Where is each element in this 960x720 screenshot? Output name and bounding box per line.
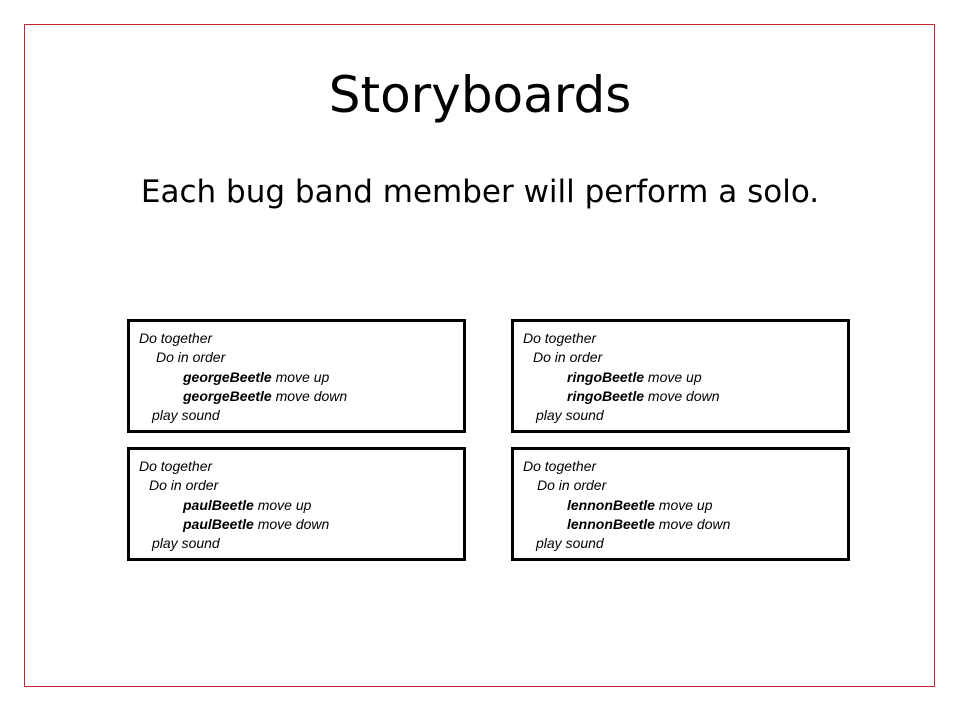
object-name: lennonBeetle [567,515,655,532]
action-text: move up [654,496,713,513]
do-together-label: Do together [523,458,597,474]
object-name: paulBeetle [183,515,254,532]
step-move-up: paulBeetle move up [139,496,463,515]
do-in-order-label: Do in order [149,477,219,494]
do-together-label: Do together [139,330,213,346]
action-text: move down [271,387,348,404]
object-name: ringoBeetle [567,387,645,404]
slide-frame [24,24,935,687]
object-name: georgeBeetle [183,368,272,385]
storyboard-george: Do together Do in order georgeBeetle mov… [127,319,466,433]
object-name: paulBeetle [183,496,254,513]
action-text: move up [644,368,702,385]
storyboard-lennon: Do together Do in order lennonBeetle mov… [511,447,850,561]
step-move-up: georgeBeetle move up [139,368,463,387]
play-sound-label: play sound [536,535,604,552]
action-text: move up [271,368,330,385]
action-text: move down [654,515,731,532]
play-sound-label: play sound [152,407,220,424]
step-move-down: paulBeetle move down [139,515,463,534]
step-move-up: ringoBeetle move up [523,368,847,387]
action-text: move down [253,515,330,532]
play-sound-label: play sound [152,535,220,552]
slide-title: Storyboards [328,66,632,124]
step-move-down: lennonBeetle move down [523,515,847,534]
step-move-down: ringoBeetle move down [523,387,847,406]
do-together-label: Do together [139,458,213,474]
object-name: ringoBeetle [567,368,645,385]
action-text: move up [253,496,312,513]
action-text: move down [644,387,720,404]
step-move-down: georgeBeetle move down [139,387,463,406]
object-name: lennonBeetle [567,496,655,513]
slide-subtitle: Each bug band member will perform a solo… [140,174,820,210]
step-move-up: lennonBeetle move up [523,496,847,515]
do-in-order-label: Do in order [533,349,603,366]
do-in-order-label: Do in order [537,477,607,494]
do-in-order-label: Do in order [156,349,226,366]
storyboard-ringo: Do together Do in order ringoBeetle move… [511,319,850,433]
storyboard-paul: Do together Do in order paulBeetle move … [127,447,466,561]
object-name: georgeBeetle [183,387,272,404]
do-together-label: Do together [523,330,597,346]
play-sound-label: play sound [536,407,604,424]
